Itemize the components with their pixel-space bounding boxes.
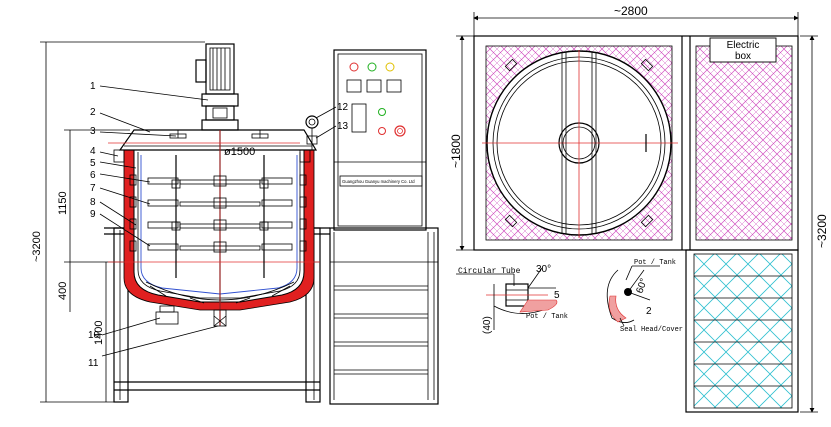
dim-1400: 1400 [93, 321, 105, 345]
dim-400: 400 [57, 282, 69, 300]
electric-box-label-line1: Electric [727, 40, 760, 51]
detail-b-seal: Seal Head/Cover [620, 326, 683, 334]
top-view: ~2800 ~1800 ~3200 [449, 4, 829, 413]
detail-seal-head: Pot / Tank 60° 2 Seal Head/Cover [606, 259, 683, 334]
emergency-stop [394, 125, 406, 137]
part-label-13: 13 [337, 121, 349, 132]
indicator-yellow [385, 62, 395, 72]
control-cabinet: Guangzhou Guanyu machinery Co. Ltd [333, 49, 427, 231]
detail-a-number: 5 [554, 290, 560, 301]
detail-b-pot-tank: Pot / Tank [634, 259, 676, 267]
tank-cover [118, 129, 318, 151]
part-label-9: 9 [90, 209, 96, 220]
part-label-10: 10 [88, 330, 100, 341]
part-label-1: 1 [90, 81, 96, 92]
meter-3 [386, 79, 402, 93]
part-label-7: 7 [90, 183, 96, 194]
detail-b-number: 2 [646, 306, 652, 317]
meter-2 [366, 79, 382, 93]
motor-terminal [195, 59, 207, 83]
electric-box-zone [695, 45, 793, 241]
dim-top-view-height: ~1800 [449, 134, 463, 168]
platform-stairs [329, 227, 439, 405]
dim-1150: 1150 [57, 191, 69, 215]
part-label-3: 3 [90, 126, 96, 137]
detail-b-angle: 60° [634, 277, 650, 295]
nameplate-text: Guangzhou Guanyu machinery Co. Ltd [342, 179, 415, 184]
dim-total-height-left: ~3200 [31, 231, 43, 262]
detail-a-dim-40: (40) [482, 316, 493, 334]
part-label-6: 6 [90, 170, 96, 181]
part-leaders [99, 85, 337, 357]
part-label-2: 2 [90, 107, 96, 118]
electric-box-label-line2: box [735, 51, 751, 62]
detail-circular-tube: Circular Tube 30° 5 Pot / Tank (40) [456, 264, 568, 334]
display-panel [351, 103, 367, 133]
stair-section [693, 253, 793, 409]
part-label-8: 8 [90, 197, 96, 208]
detail-a-angle: 30° [536, 264, 551, 275]
part-label-5: 5 [90, 158, 96, 169]
dim-total-width: ~2800 [614, 4, 648, 18]
part-label-12: 12 [337, 102, 349, 113]
meter-1 [346, 79, 362, 93]
dim-total-height-right: ~3200 [815, 214, 829, 248]
indicator-green [367, 62, 377, 72]
front-view: ~3200 1150 400 1400 [31, 41, 349, 403]
detail-a-circular-tube: Circular Tube [458, 267, 521, 276]
dim-tank-diameter: ø1500 [224, 146, 255, 158]
part-label-11: 11 [88, 358, 99, 369]
indicator-red [349, 62, 359, 72]
detail-a-pot-tank: Pot / Tank [526, 313, 568, 321]
electric-box-label-frame [709, 37, 777, 63]
agitator-paddles [147, 155, 293, 278]
tank-body [133, 149, 305, 303]
part-label-4: 4 [90, 146, 96, 157]
